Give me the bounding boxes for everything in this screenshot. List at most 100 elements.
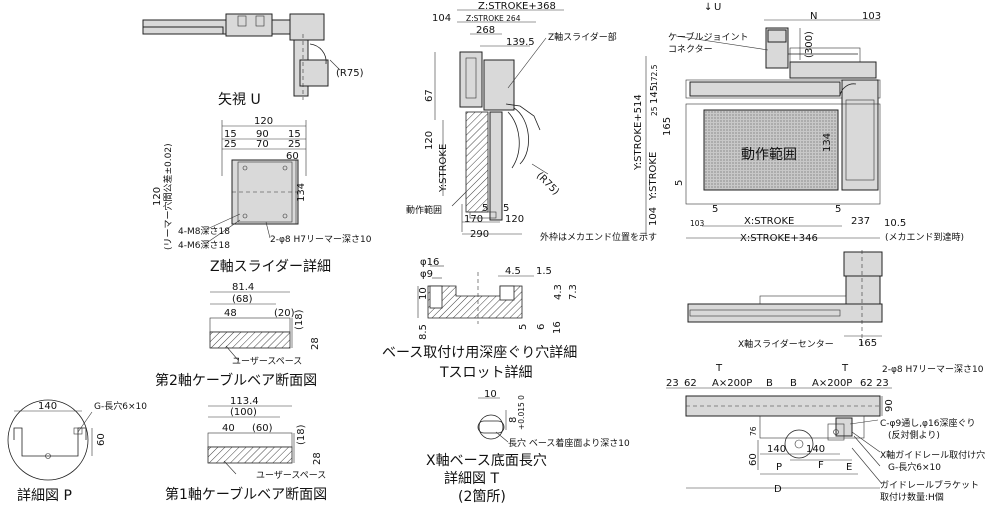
x-stroke-label: X:STROKE <box>744 216 794 227</box>
u-arrow-label: U <box>714 2 721 13</box>
t-slot-title: Tスロット詳細 <box>439 365 533 381</box>
xb-90-label: 90 <box>884 399 895 412</box>
d268-label: 268 <box>476 25 495 36</box>
outer-frame-note: 外枠はメカエンド位置を示す <box>540 231 657 243</box>
m6-note: 4-M6深さ18 <box>178 240 230 251</box>
b16b-label: 16 <box>552 321 563 334</box>
xb-e-label: E <box>846 462 852 473</box>
x-slider-center-view: 165 <box>687 250 883 349</box>
c2-18-label: (18) <box>294 309 305 330</box>
d5e-label: 5 <box>835 204 841 215</box>
xb-b1-label: B <box>766 378 773 389</box>
c1-113-4-label: 113.4 <box>230 396 259 407</box>
xb-76-label: 76 <box>749 426 758 436</box>
d5b-label: 5 <box>503 203 509 214</box>
b8-5-label: 8.5 <box>418 324 429 340</box>
p-60-label: 60 <box>96 433 107 446</box>
zs-134-label: 134 <box>296 183 307 202</box>
x-slider-center-label: X軸スライダーセンター <box>738 338 834 350</box>
d10-5-label: 10.5 <box>884 218 906 229</box>
t8-label: 8 <box>508 417 519 423</box>
z-axis-side-view: Z:STROKE+368 104 Z:STROKE 264 268 139.5 … <box>424 1 564 240</box>
d103b-label: 103 <box>690 219 705 228</box>
c1-28-label: 28 <box>312 452 323 465</box>
user-space-label-1: ユーザースペース <box>256 470 326 481</box>
y-stroke-b-label: Y:STROKE <box>648 152 659 201</box>
t-tol-label: +0.015 0 <box>517 395 526 430</box>
b7-3-label: 7.3 <box>568 284 579 300</box>
zs-15b-label: 15 <box>288 129 301 140</box>
c1-40-label: 40 <box>222 423 235 434</box>
xb-23-label: 23 <box>666 378 679 389</box>
connector-label: コネクター <box>668 44 713 55</box>
z-stroke-264-label: Z:STROKE 264 <box>466 14 521 23</box>
c2-48-label: 48 <box>224 308 237 319</box>
c1-60-label: (60) <box>252 423 273 434</box>
xb-165-label: 165 <box>858 338 877 349</box>
d237-label: 237 <box>851 216 870 227</box>
xb-140b-label: 140 <box>806 444 825 455</box>
reamer-2-8-note: 2-φ8 H7リーマー深さ10 <box>270 234 372 245</box>
xb-f-label: F <box>818 460 824 471</box>
xb-ax200p-b-label: A×200P <box>812 378 852 389</box>
d139-5-label: 139.5 <box>506 37 535 48</box>
zs-25a-label: 25 <box>224 139 237 150</box>
p-140-label: 140 <box>38 401 57 412</box>
d300-label: (300) <box>804 31 815 58</box>
d145-label: 145 <box>649 85 660 104</box>
mech-end-note: (メカエンド到達時) <box>885 231 964 243</box>
x-stroke-346-label: X:STROKE+346 <box>740 233 818 244</box>
axis2-section-title: 第2軸ケーブルベア断面図 <box>155 372 317 389</box>
xb-23b-label: 23 <box>876 378 889 389</box>
rail-bracket-note-b: 取付け数量:H個 <box>880 491 944 503</box>
zs-90-label: 90 <box>256 129 269 140</box>
d172-5-label: 172.5 <box>650 64 659 86</box>
d290-label: 290 <box>470 229 489 240</box>
m8-note: 4-M8深さ18 <box>178 226 230 237</box>
c2-68-label: (68) <box>232 294 253 305</box>
xb-b2-label: B <box>790 378 797 389</box>
z-slider-detail-title: Z軸スライダー詳細 <box>210 259 331 275</box>
c2-20-label: (20) <box>274 308 295 319</box>
c-hole-note-b: (反対側より) <box>888 429 940 441</box>
x-rail-note: X軸ガイドレール取付け穴 <box>880 449 985 461</box>
c2-81-4-label: 81.4 <box>232 282 254 293</box>
base-counterbore-drawing: φ16 φ9 10 8.5 4.5 1.5 4.3 7.3 5 6 16 <box>417 257 579 340</box>
x-base-bottom-view: T T 23 62 A×200P B B A×200P 62 23 90 76 … <box>666 363 895 495</box>
d104b-label: 104 <box>648 207 659 226</box>
y-stroke-label: Y:STROKE <box>438 144 449 193</box>
u-arrow-glyph: ↓ <box>704 2 712 13</box>
reamer-note-left: (リーマー穴間公差±0.02) <box>162 143 174 250</box>
c2-28-label: 28 <box>310 337 321 350</box>
d134-label: 134 <box>822 133 833 152</box>
b5-label: 5 <box>518 324 529 330</box>
n-label: N <box>810 11 817 22</box>
axis1-cable-section-drawing: 113.4 (100) 40 (60) (18) 28 <box>207 396 323 475</box>
xb-t2-label: T <box>841 363 849 374</box>
d67-label: 67 <box>424 89 435 102</box>
xb-t1-label: T <box>715 363 723 374</box>
zs-15a-label: 15 <box>224 129 237 140</box>
rail-bracket-note: ガイドレールブラケット <box>880 479 979 491</box>
g-slot-note-p: G-長穴6×10 <box>94 400 147 412</box>
d5d-label: 5 <box>712 204 718 215</box>
b9-label: φ9 <box>420 269 433 280</box>
axis2-cable-section-drawing: 81.4 (68) 48 (20) (18) 28 <box>209 282 321 361</box>
cable-joint-label: ケーブルジョイント <box>668 31 748 43</box>
user-space-label-2: ユーザースペース <box>232 356 302 367</box>
zs-120v-label: 120 <box>152 187 163 206</box>
zs-70-label: 70 <box>256 139 269 150</box>
reamer-2-8b-note: 2-φ8 H7リーマー深さ10 <box>882 364 984 375</box>
long-hole-note: 長穴 ベース着座面より深さ10 <box>508 437 630 449</box>
r75-label-b: (R75) <box>534 170 561 197</box>
detail-p-title: 詳細図 P <box>17 488 72 504</box>
d5a-label: 5 <box>482 203 488 214</box>
view-u-title: 矢視 U <box>218 92 261 108</box>
b6-label: 6 <box>536 324 547 330</box>
d25-label: 25 <box>650 106 659 116</box>
t10-label: 10 <box>484 389 497 400</box>
work-range-big-label: 動作範囲 <box>741 146 797 163</box>
z-stroke-368-label: Z:STROKE+368 <box>478 1 556 12</box>
z-slider-part-label: Z軸スライダー部 <box>548 31 617 43</box>
xb-140a-label: 140 <box>767 444 786 455</box>
